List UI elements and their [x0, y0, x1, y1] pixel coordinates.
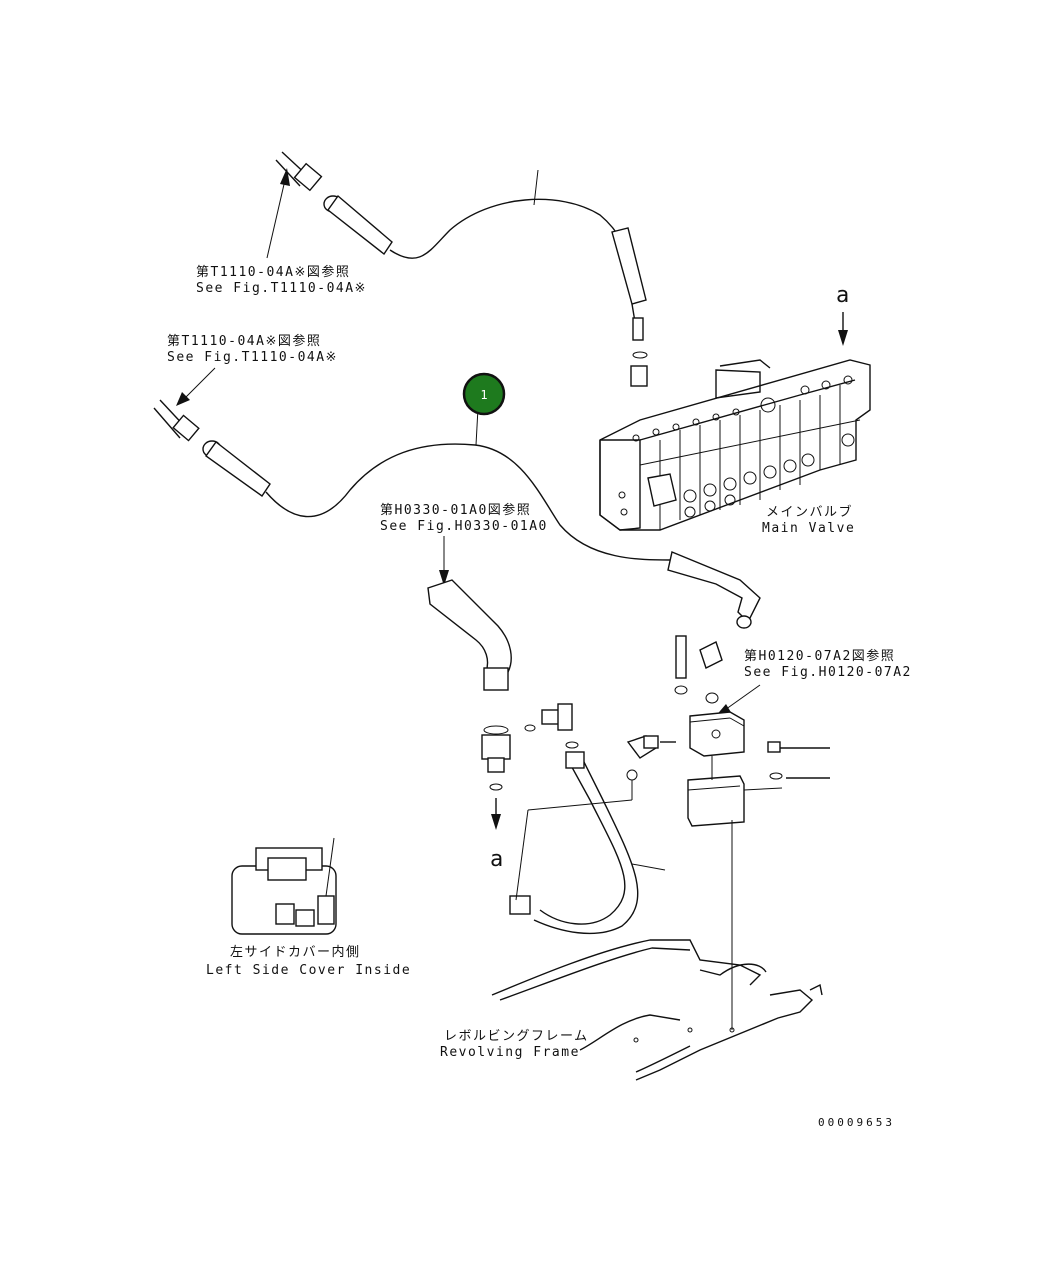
callout-1-number: 1 [480, 388, 487, 402]
left-side-cover [231, 837, 337, 935]
junction-block [687, 711, 830, 1030]
upper-return-hose [275, 151, 648, 387]
ref-h0330-en: See Fig.H0330-01A0 [380, 519, 548, 534]
callout-1[interactable]: 1 [462, 372, 506, 416]
ref-h0330-jp: 第H0330-01A0図参照 [380, 502, 531, 518]
main-valve-label-jp: メインバルブ [766, 504, 853, 520]
left-side-cover-label-jp: 左サイドカバー内側 [230, 944, 361, 960]
main-valve [599, 359, 871, 531]
marker-a-bottom-text: a [490, 847, 503, 872]
ref-t1110-upper-en: See Fig.T1110-04A※ [196, 281, 367, 296]
revolving-frame [491, 939, 823, 1081]
ref-t1110-lower-en: See Fig.T1110-04A※ [167, 350, 338, 365]
small-fittings [524, 635, 723, 759]
marker-a-top-text: a [836, 283, 849, 308]
ref-h0120-en: See Fig.H0120-07A2 [744, 665, 912, 680]
drain-hose [509, 751, 666, 935]
main-valve-label-en: Main Valve [762, 521, 855, 536]
pilot-hose-1 [153, 399, 761, 629]
revolving-frame-label-en: Revolving Frame [440, 1045, 580, 1060]
drawing-number: 00009653 [818, 1116, 895, 1129]
elbow-hose-fitting: a [427, 579, 512, 872]
ref-t1110-upper-jp: 第T1110-04A※図参照 [196, 264, 350, 280]
revolving-frame-label-jp: レボルビングフレーム [444, 1029, 589, 1044]
marker-a-top: a [836, 283, 849, 346]
left-side-cover-label-en: Left Side Cover Inside [206, 963, 411, 978]
ref-t1110-lower-jp: 第T1110-04A※図参照 [167, 333, 321, 349]
ref-h0120-jp: 第H0120-07A2図参照 [744, 648, 895, 664]
